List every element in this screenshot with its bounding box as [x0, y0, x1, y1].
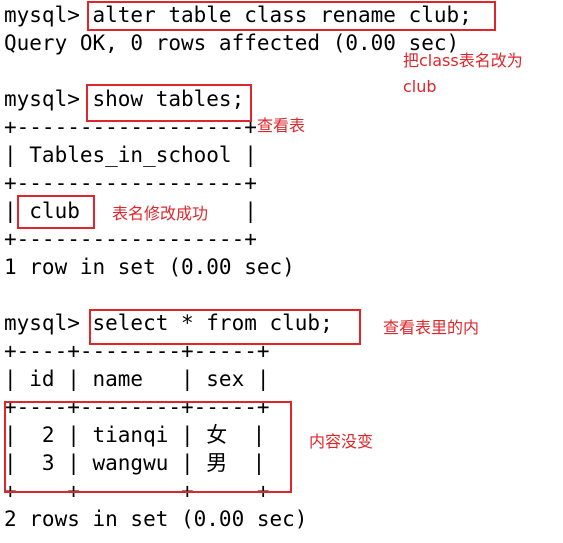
- highlight-alter-command: [87, 1, 496, 31]
- table-row: | 2 | tianqi | 女 |: [4, 423, 266, 447]
- annotation-view-tables: 查看表: [257, 116, 306, 135]
- result-summary: 2 rows in set (0.00 sec): [4, 507, 308, 531]
- table-row: | club |: [4, 199, 257, 223]
- command-select: mysql> select * from club;: [4, 311, 333, 335]
- table-border: +------------------+: [4, 115, 257, 139]
- highlight-select-command: [89, 309, 361, 345]
- table-border: +----+--------+-----+: [4, 395, 270, 419]
- result-summary: 1 row in set (0.00 sec): [4, 255, 295, 279]
- table-header: | Tables_in_school |: [4, 143, 257, 167]
- annotation-rename-line2: club: [403, 77, 437, 96]
- highlight-show-command: [86, 84, 252, 122]
- annotation-content-unchanged: 内容没变: [309, 432, 374, 451]
- highlight-renamed-table: [17, 195, 95, 229]
- command-show-tables: mysql> show tables;: [4, 87, 245, 111]
- annotation-rename-success: 表名修改成功: [112, 204, 209, 223]
- table-row: | 3 | wangwu | 男 |: [4, 451, 266, 475]
- command-alter-table: mysql> alter table class rename club;: [4, 3, 472, 27]
- annotation-view-contents: 查看表里的内: [383, 318, 480, 337]
- table-header: | id | name | sex |: [4, 367, 270, 391]
- query-ok-output: Query OK, 0 rows affected (0.00 sec): [4, 31, 460, 55]
- table-border: +------------------+: [4, 171, 257, 195]
- table-border: +------------------+: [4, 227, 257, 251]
- annotation-rename-line1: 把class表名改为: [403, 51, 523, 70]
- highlight-result-rows: [4, 401, 292, 493]
